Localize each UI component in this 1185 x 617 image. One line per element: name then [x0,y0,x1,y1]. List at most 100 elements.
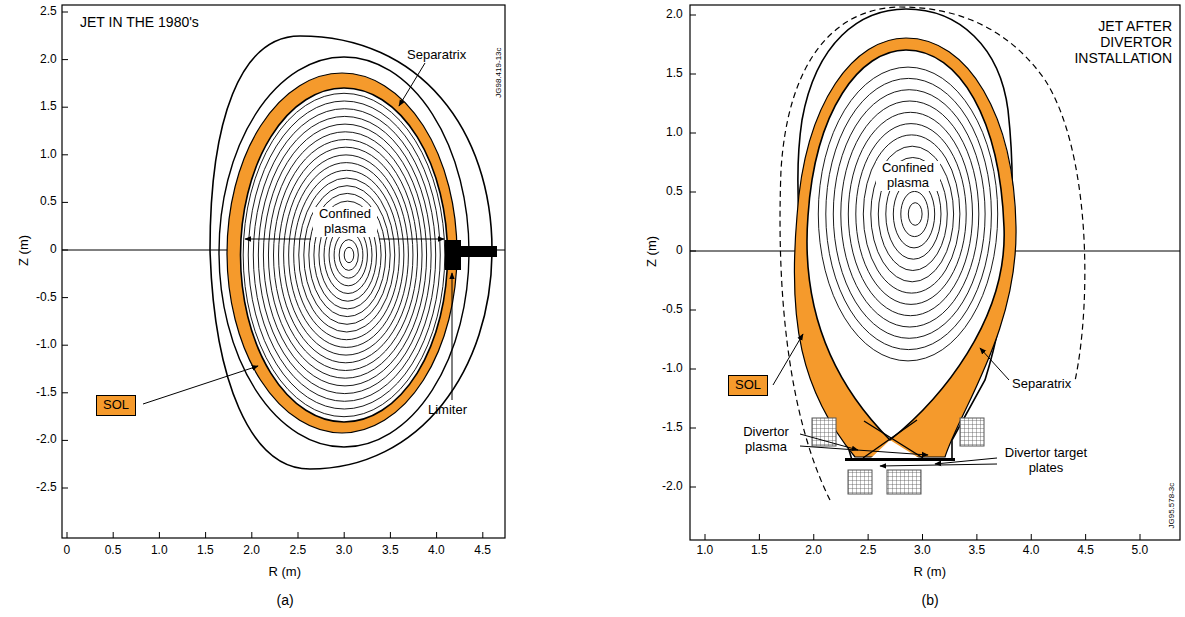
sol-band [227,73,457,433]
region-label: Confined plasma [313,207,377,237]
tick-mark [922,534,923,540]
tick-label: 0 [64,544,71,558]
tick-label: 1.5 [666,67,683,81]
panel-title: JET AFTER DIVERTOR INSTALLATION [1060,18,1172,66]
tick-mark [205,532,206,538]
flux-surface [848,112,972,315]
tick-label: 0 [50,243,57,257]
flux-surface [863,135,960,293]
tick-label: 0.5 [105,544,122,558]
tick-label: 0 [676,244,683,258]
panel-title: JET IN THE 1980's [80,14,199,30]
dashed-boundary [780,7,1085,500]
flux-surface [901,191,929,236]
plot-frame [62,5,505,538]
tick-label: -1.0 [36,338,57,352]
tick-label: -0.5 [36,291,57,305]
tick-label: -0.5 [662,303,683,317]
tick-mark [62,345,68,346]
tick-mark [1031,534,1032,540]
flux-surface [304,186,390,325]
leader-line [980,348,1009,380]
tick-mark [159,532,160,538]
tick-mark [690,192,696,193]
flux-surfaces [243,93,445,416]
leader-line [880,464,997,466]
flux-surface [268,132,422,378]
tick-mark [690,487,696,488]
tick-mark [62,12,68,13]
tick-mark [62,250,68,251]
flux-surface [334,232,363,278]
separatrix [807,50,1004,440]
box-text: SOL [735,377,761,392]
tick-label: 3.0 [914,544,931,558]
flux-surface [826,78,992,349]
divertor-coil [848,470,872,494]
tick-mark [759,534,760,540]
callout-label: Divertor target plates [1000,446,1092,476]
leader-line [935,458,997,464]
tick-mark [690,15,696,16]
tick-label: 1.0 [697,544,714,558]
tick-mark [62,392,68,393]
tick-label: -2.0 [662,480,683,494]
divertor-coil [812,418,836,446]
tick-label: 1.0 [40,148,57,162]
flux-surface [856,124,966,305]
axis-ticks [690,15,1140,540]
leader-line [245,239,311,240]
flux-surface [299,178,395,332]
tick-mark [690,74,696,75]
tick-mark [67,532,68,538]
tick-mark [690,251,696,252]
leader-line [399,63,425,106]
tick-mark [62,488,68,489]
tick-mark [436,532,437,538]
flux-surface [263,124,426,386]
tick-label: 4.5 [1077,544,1094,558]
axis-title: R (m) [269,565,302,580]
tick-label: 2.0 [40,53,57,67]
leader-line [143,366,258,404]
tick-label: 2.0 [243,544,260,558]
callout-label: Divertor plasma [734,425,798,455]
flux-surface [908,203,922,226]
tick-mark [62,297,68,298]
label-box: SOL [728,375,768,396]
leader-line [800,446,928,455]
limiter-arm [445,246,497,257]
tick-label: 4.0 [428,544,445,558]
label-box: SOL [96,395,136,416]
leader-line [452,273,453,400]
figure-id: JG95.578-3c [1167,482,1176,528]
tick-label: -1.0 [662,362,683,376]
tick-mark [813,534,814,540]
axis-title: Z (m) [17,234,32,265]
flux-surface [274,140,418,371]
tick-label: 2.5 [860,544,877,558]
tick-label: -2.0 [36,433,57,447]
flux-surface [279,147,413,363]
tick-label: 4.0 [1023,544,1040,558]
tick-mark [390,532,391,538]
flux-surface [871,146,954,282]
tick-label: 3.0 [336,544,353,558]
flux-surface [314,201,381,309]
tick-mark [62,107,68,108]
flux-surface [833,90,985,339]
tick-label: 1.0 [151,544,168,558]
tick-label: 4.5 [474,544,491,558]
tick-mark [1085,534,1086,540]
flux-surface [818,67,997,361]
tick-mark [690,369,696,370]
box-text: SOL [103,397,129,412]
callout-label: Separatrix [1012,377,1071,392]
tick-label: 0.5 [666,185,683,199]
tick-mark [690,133,696,134]
flux-surface [841,101,979,327]
panel-a [62,5,505,538]
flux-surface [243,93,445,416]
target-plates [845,458,955,461]
